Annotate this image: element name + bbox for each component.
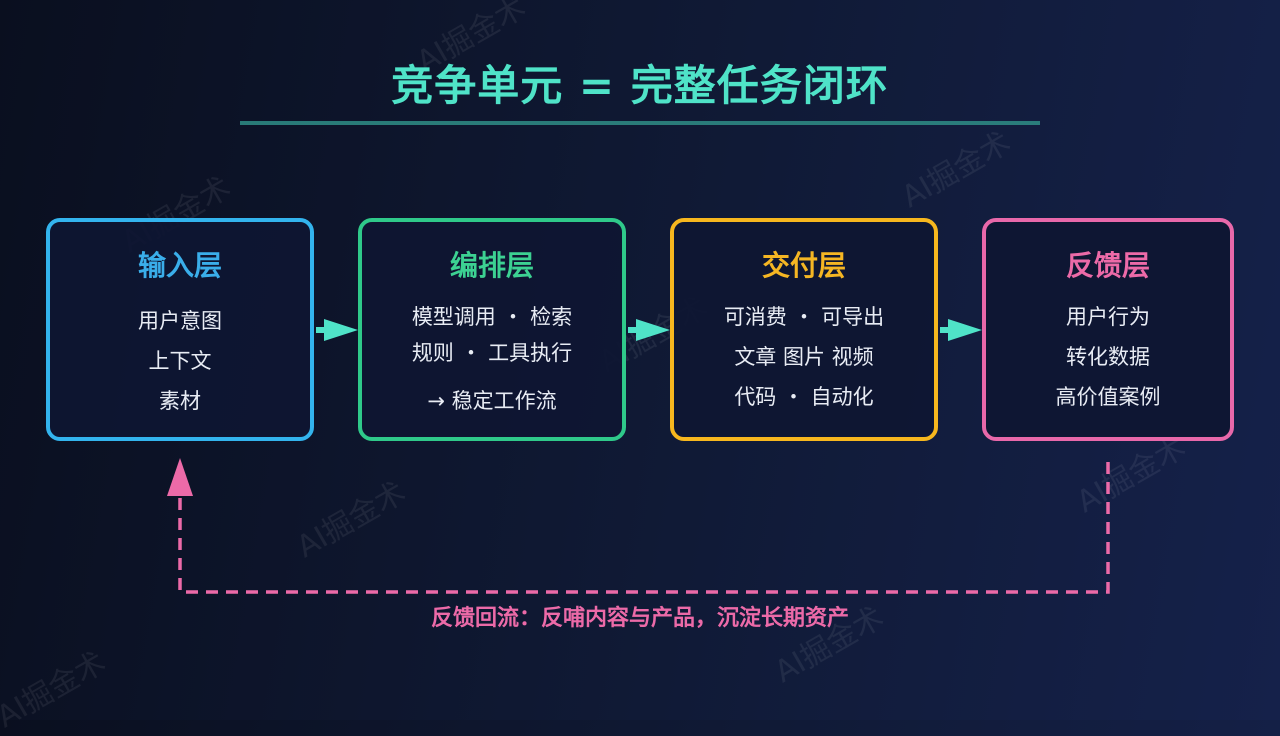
card-input-layer: 输入层 用户意图 上下文 素材 xyxy=(46,218,314,441)
right-arrow-icon xyxy=(940,319,982,341)
card-line: 用户意图 xyxy=(138,309,222,333)
watermark: AI掘金术 xyxy=(290,475,412,566)
up-arrow-icon xyxy=(167,458,193,496)
card-line: 转化数据 xyxy=(1066,345,1150,369)
card-line: 文章 图片 视频 xyxy=(734,345,874,369)
card-title: 输入层 xyxy=(137,249,222,282)
card-line: 规则 ・ 工具执行 xyxy=(411,341,573,365)
card-line: → 稳定工作流 xyxy=(427,389,557,413)
card-line: 上下文 xyxy=(148,349,212,373)
card-line: 用户行为 xyxy=(1066,305,1150,329)
card-title: 反馈层 xyxy=(1065,249,1150,282)
card-feedback-layer: 反馈层 用户行为 转化数据 高价值案例 xyxy=(982,218,1234,441)
card-orchestration-layer: 编排层 模型调用 ・ 检索 规则 ・ 工具执行 → 稳定工作流 xyxy=(358,218,626,441)
page-title: 竞争单元 = 完整任务闭环 xyxy=(391,61,889,110)
right-arrow-icon xyxy=(628,319,670,341)
title-divider xyxy=(240,121,1040,125)
card-line: 高价值案例 xyxy=(1055,385,1161,409)
feedback-label: 反馈回流：反哺内容与产品，沉淀长期资产 xyxy=(430,606,849,631)
card-title: 编排层 xyxy=(449,249,534,282)
watermark: AI掘金术 xyxy=(0,645,112,736)
card-line: 可消费 ・ 可导出 xyxy=(723,305,885,329)
card-delivery-layer: 交付层 可消费 ・ 可导出 文章 图片 视频 代码 ・ 自动化 xyxy=(670,218,938,441)
card-line: 素材 xyxy=(159,389,201,413)
card-line: 代码 ・ 自动化 xyxy=(734,385,874,409)
card-title: 交付层 xyxy=(761,249,846,282)
right-arrow-icon xyxy=(316,319,358,341)
watermark: AI掘金术 xyxy=(895,125,1017,216)
card-line: 模型调用 ・ 检索 xyxy=(411,305,573,329)
